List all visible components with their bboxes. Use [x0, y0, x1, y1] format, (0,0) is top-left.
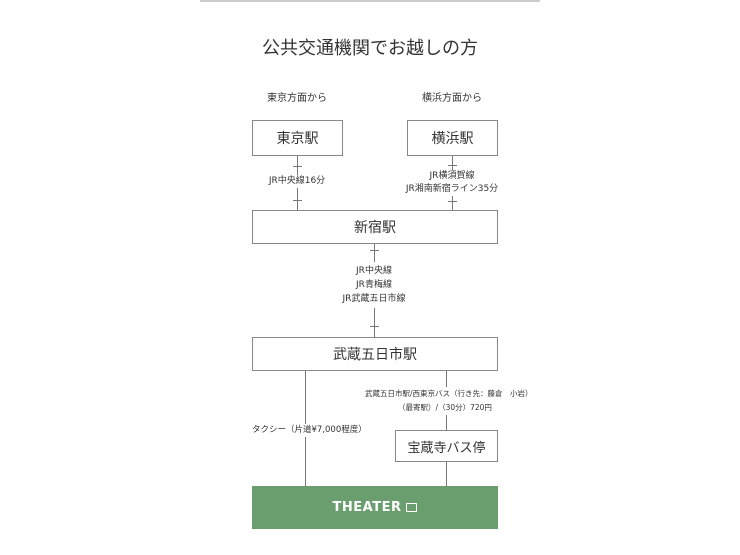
top-divider: [200, 0, 540, 2]
route-yokohama-shinjuku: JR横須賀線 JR湘南新宿ライン35分: [392, 170, 512, 196]
tick: [370, 326, 379, 327]
page-title: 公共交通機関でお越しの方: [262, 38, 478, 59]
tick: [293, 166, 302, 167]
tick: [293, 200, 302, 201]
route-taxi: タクシー（片道¥7,000程度）: [252, 424, 367, 437]
tick: [448, 201, 457, 202]
route-line: JR中央線: [356, 266, 392, 276]
station-yokohama: 横浜駅: [407, 120, 498, 156]
tick: [448, 165, 457, 166]
route-line: JR青梅線: [356, 280, 392, 290]
bus-stop-hozoji: 宝蔵寺バス停: [395, 430, 498, 462]
tick: [370, 250, 379, 251]
route-bus: 武蔵五日市駅/西東京バス（行き先：藤倉 小岩） （最寄駅）/（30分）720円: [365, 387, 533, 415]
route-line: （最寄駅）/（30分）720円: [398, 403, 492, 412]
origin-yokohama: 横浜方面から: [422, 93, 482, 104]
station-tokyo: 東京駅: [252, 120, 343, 156]
origin-tokyo: 東京方面から: [267, 93, 327, 104]
line-bus: [446, 371, 447, 486]
route-shinjuku-musashi: JR中央線 JR青梅線 JR武蔵五日市線: [335, 262, 413, 308]
route-line: 武蔵五日市駅/西東京バス（行き先：藤倉 小岩）: [365, 389, 533, 398]
route-line: JR武蔵五日市線: [342, 294, 406, 304]
theater-label: THEATER: [332, 500, 402, 515]
station-musashi-itsukaichi: 武蔵五日市駅: [252, 337, 498, 371]
theater-logo-icon: [406, 503, 418, 512]
route-tokyo-shinjuku: JR中央線16分: [257, 175, 337, 188]
theater-destination: THEATER: [252, 486, 498, 529]
route-line: JR横須賀線: [429, 171, 475, 181]
station-shinjuku: 新宿駅: [252, 210, 498, 244]
route-line: JR湘南新宿ライン35分: [405, 184, 499, 194]
